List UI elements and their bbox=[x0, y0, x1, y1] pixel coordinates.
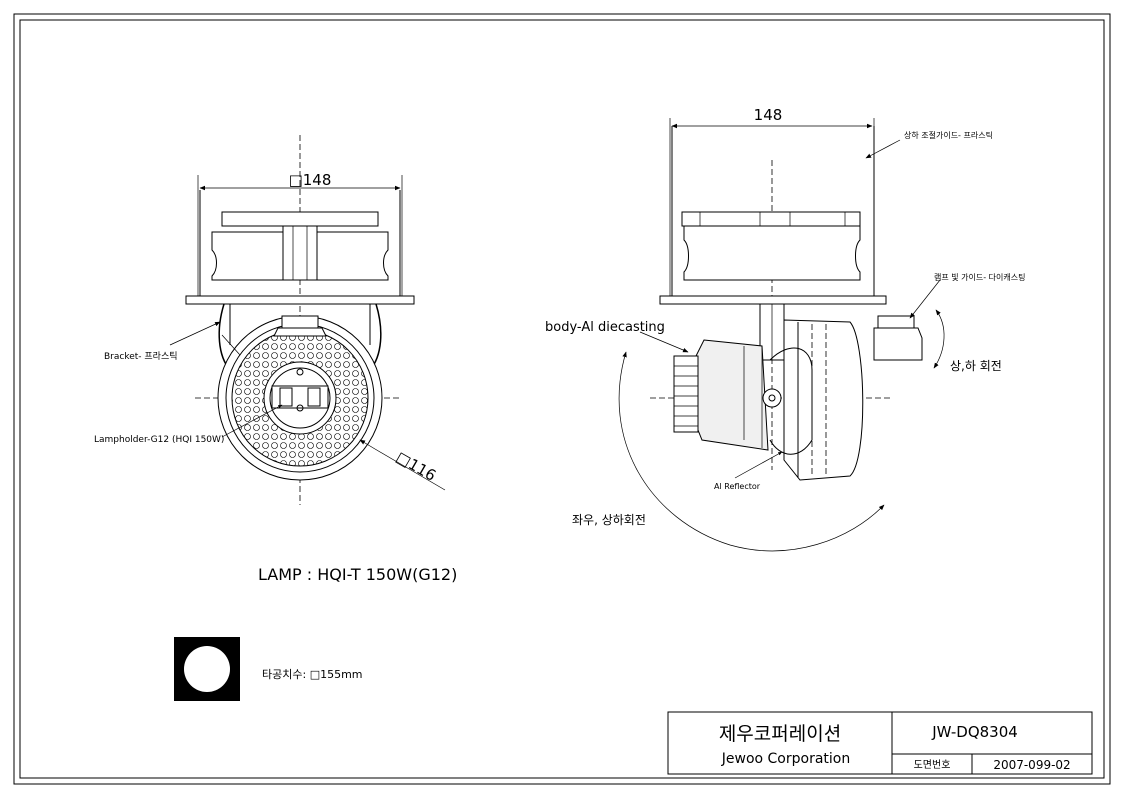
lamp-spec: LAMP : HQI-T 150W(G12) bbox=[258, 565, 457, 584]
rotate-all-label: 좌우, 상하회전 bbox=[572, 513, 646, 527]
company-korean-name: 제우코퍼레이션 bbox=[719, 723, 841, 745]
cutout-label: 타공치수: □155mm bbox=[262, 668, 363, 681]
cutout-symbol bbox=[174, 637, 240, 701]
drawing-number-label: 도면번호 bbox=[914, 759, 951, 771]
front-view: □148 bbox=[94, 135, 446, 505]
cutout-label-text: 타공치수: bbox=[262, 668, 310, 681]
model-number: JW-DQ8304 bbox=[931, 723, 1018, 741]
bracket-label: Bracket- 프라스틱 bbox=[104, 350, 178, 362]
guide-top-leader bbox=[865, 139, 901, 159]
rotate-updown-arrow bbox=[933, 309, 945, 369]
side-view: 148 bbox=[545, 106, 1025, 552]
lampholder-leader bbox=[221, 404, 283, 438]
front-width-dimension: □148 bbox=[197, 171, 403, 296]
guide-lamp-leader bbox=[909, 279, 941, 319]
side-width-dimension-text: 148 bbox=[754, 106, 783, 124]
reflector-label: Al Reflector bbox=[714, 482, 761, 491]
side-housing bbox=[659, 126, 887, 305]
bracket-leader bbox=[169, 321, 221, 346]
cutout-size-text: □155mm bbox=[310, 668, 363, 681]
rotate-updown-label: 상,하 회전 bbox=[950, 359, 1002, 373]
bracket-leader-2 bbox=[221, 334, 241, 356]
side-lamp-guide bbox=[873, 315, 923, 361]
lampholder-label: Lampholder-G12 (HQI 150W) bbox=[94, 435, 224, 445]
sheet-border bbox=[13, 13, 1111, 785]
drawing-number-value: 2007-099-02 bbox=[993, 758, 1070, 772]
front-diameter-dimension: □116 bbox=[359, 439, 446, 491]
front-housing bbox=[185, 190, 415, 305]
body-leader bbox=[639, 331, 689, 353]
guide-lamp-label: 램프 빛 가이드- 다이캐스팅 bbox=[934, 272, 1025, 282]
company-english-name: Jewoo Corporation bbox=[721, 751, 850, 767]
title-block: 제우코퍼레이션 Jewoo Corporation JW-DQ8304 도면번호… bbox=[667, 711, 1093, 775]
front-diameter-dimension-text: □116 bbox=[393, 448, 439, 485]
body-label: body-Al diecasting bbox=[545, 320, 665, 335]
reflector-leader bbox=[734, 451, 783, 479]
front-lamp-head bbox=[217, 315, 383, 481]
guide-top-label: 상하 조절가이드- 프라스틱 bbox=[904, 130, 993, 140]
front-width-dimension-text: □148 bbox=[289, 171, 332, 189]
rotate-all-arrow bbox=[618, 351, 885, 552]
